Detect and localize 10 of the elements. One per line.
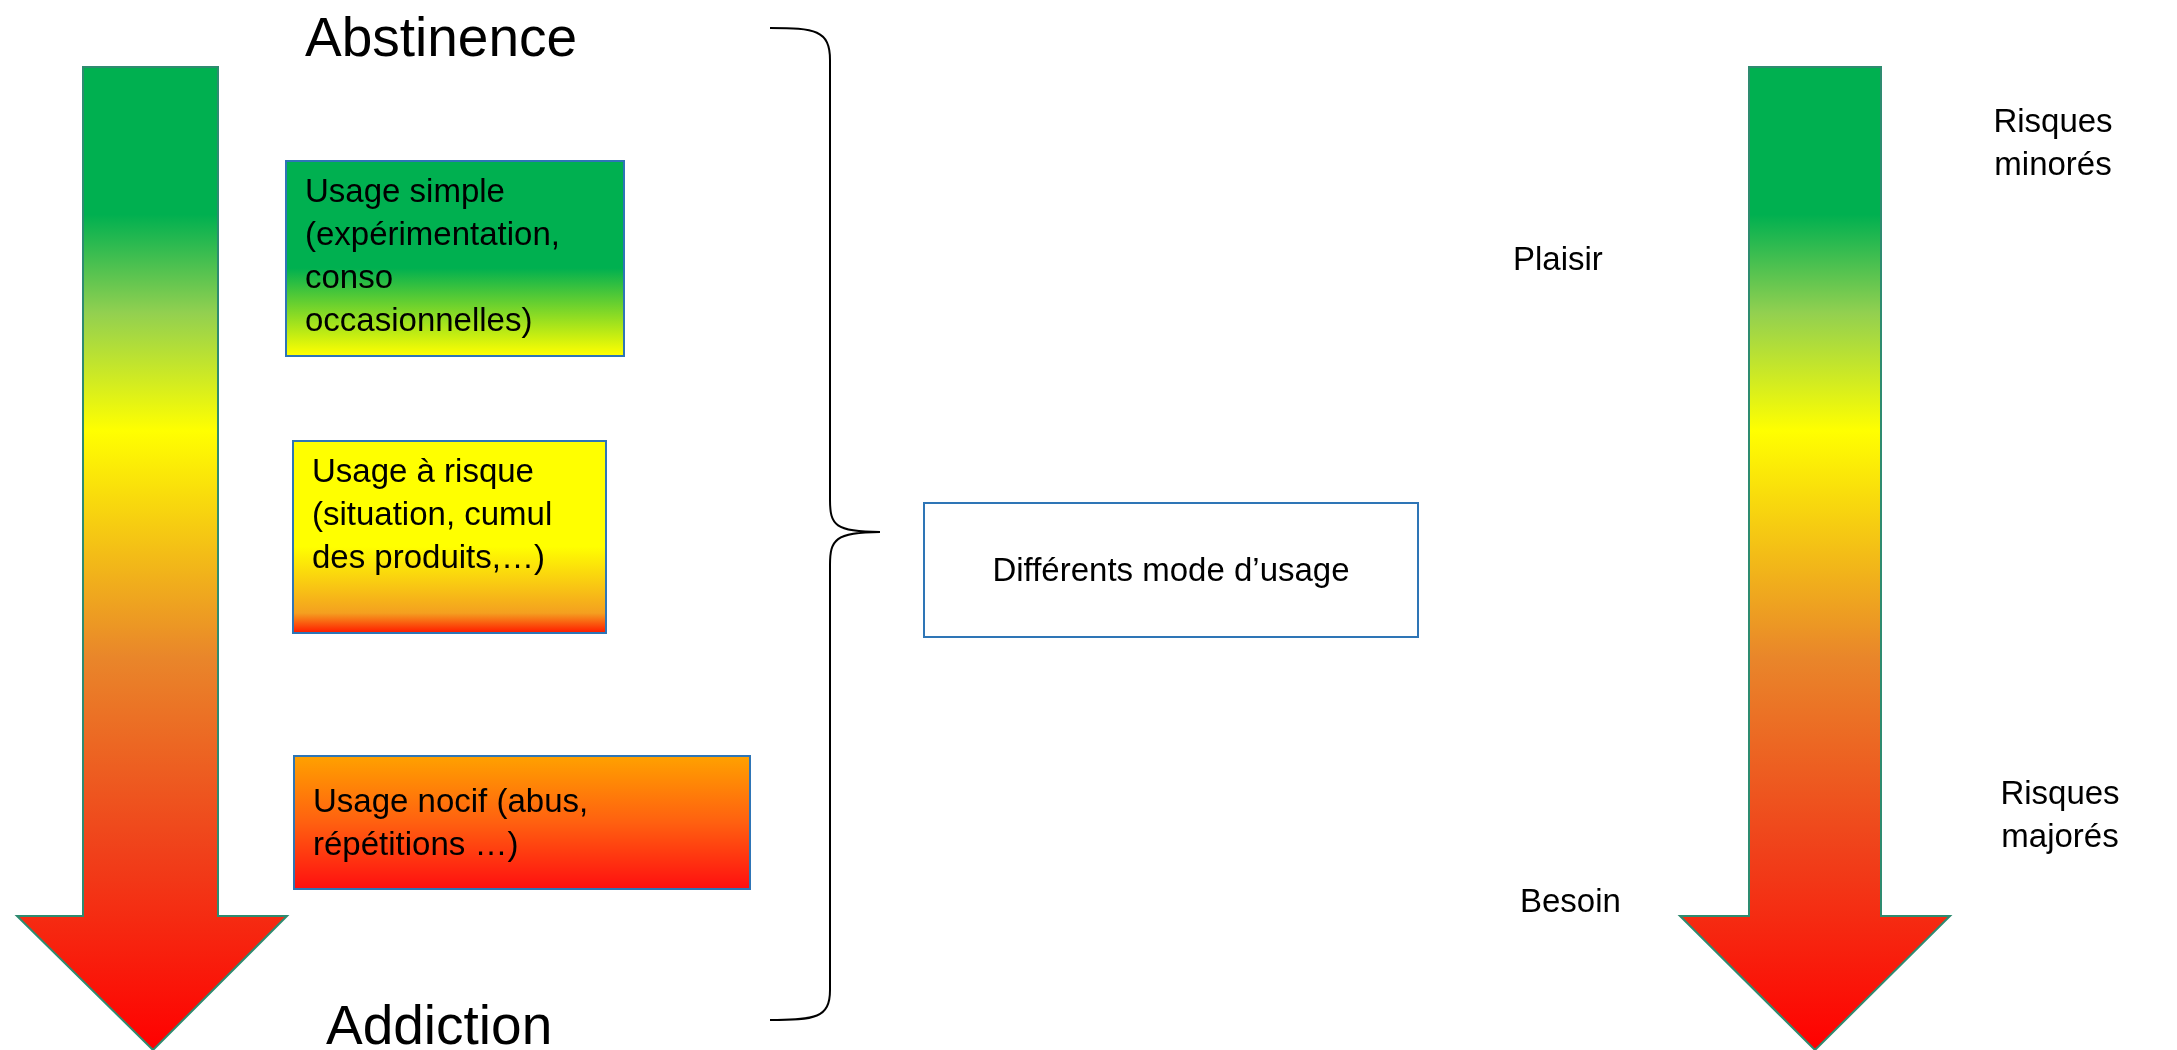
- scale-start-label: Abstinence: [305, 5, 578, 70]
- usage-box: Usage simple (expérimentation, conso occasionnelles): [285, 160, 625, 357]
- risk-label: Risques minorés: [1992, 101, 2114, 184]
- state-label: Besoin: [1520, 881, 1621, 921]
- usage-box: Usage à risque (situation, cumul des produits,…): [292, 440, 607, 634]
- summary-box: Différents mode d’usage: [923, 502, 1419, 638]
- state-label: Plaisir: [1513, 239, 1603, 279]
- scale-end-label: Addiction: [326, 993, 553, 1050]
- risk-label: Risques majorés: [1999, 773, 2121, 856]
- usage-box: Usage nocif (abus, répétitions …): [293, 755, 751, 890]
